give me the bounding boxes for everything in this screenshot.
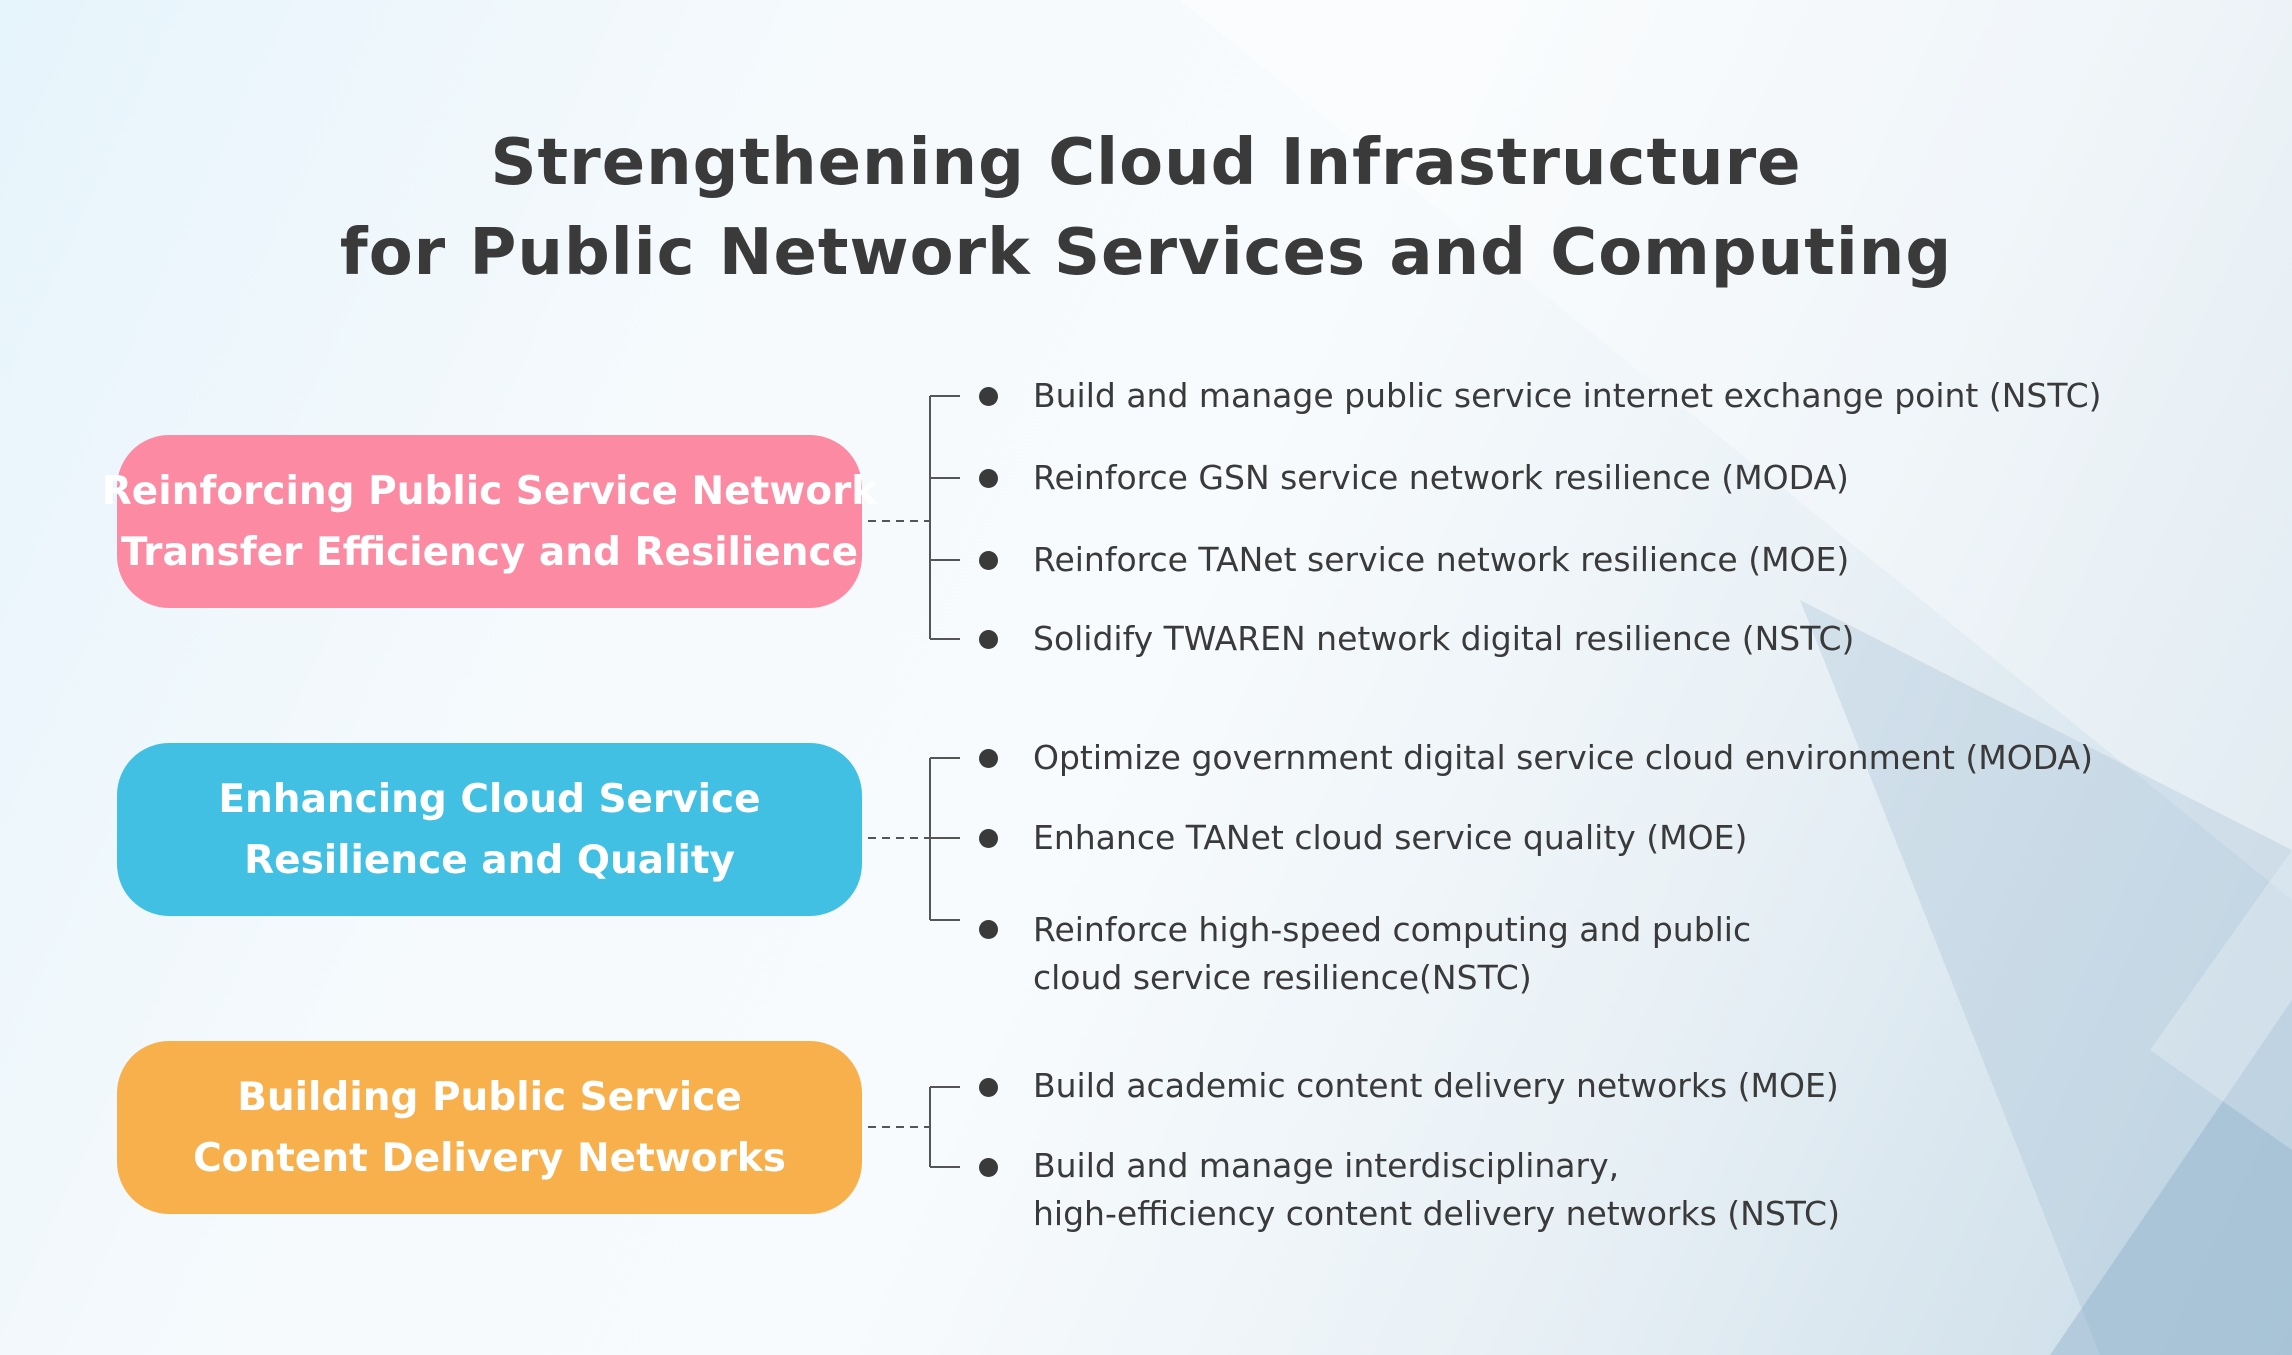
category-pill-cloud: Enhancing Cloud Service Resilience and Q… xyxy=(117,743,862,916)
list-item: Build and manage interdisciplinary, high… xyxy=(1033,1142,1840,1238)
category-label-line-1: Building Public Service xyxy=(237,1074,742,1120)
bullet-dot xyxy=(979,630,998,649)
list-item: Reinforce TANet service network resilien… xyxy=(1033,536,1849,584)
diagram-title: Strengthening Cloud Infrastructure for P… xyxy=(0,118,2292,298)
bullet-dot xyxy=(979,749,998,768)
category-label-line-2: Resilience and Quality xyxy=(244,837,735,883)
item-text-line-2: high-efficiency content delivery network… xyxy=(1033,1194,1840,1233)
category-pill-cdn: Building Public Service Content Delivery… xyxy=(117,1041,862,1214)
item-text: Optimize government digital service clou… xyxy=(1033,738,2093,777)
list-item: Build academic content delivery networks… xyxy=(1033,1062,1839,1110)
list-item: Optimize government digital service clou… xyxy=(1033,734,2093,782)
item-text: Solidify TWAREN network digital resilien… xyxy=(1033,619,1855,658)
category-label-line-1: Reinforcing Public Service Network xyxy=(101,468,878,514)
item-text: Build and manage public service internet… xyxy=(1033,376,2102,415)
list-item: Enhance TANet cloud service quality (MOE… xyxy=(1033,814,1747,862)
item-text: Enhance TANet cloud service quality (MOE… xyxy=(1033,818,1748,857)
title-line-2: for Public Network Services and Computin… xyxy=(339,216,1953,290)
category-label-line-2: Transfer Efficiency and Resilience xyxy=(120,529,859,575)
item-text: Reinforce GSN service network resilience… xyxy=(1033,458,1849,497)
category-pill-network: Reinforcing Public Service Network Trans… xyxy=(102,435,877,608)
bullet-dot xyxy=(979,469,998,488)
title-line-1: Strengthening Cloud Infrastructure xyxy=(490,126,1802,200)
list-item: Reinforce GSN service network resilience… xyxy=(1033,454,1849,502)
bullet-dot xyxy=(979,1158,998,1177)
list-item: Build and manage public service internet… xyxy=(1033,372,2102,420)
item-text-line-1: Reinforce high-speed computing and publi… xyxy=(1033,910,1752,949)
item-text: Reinforce TANet service network resilien… xyxy=(1033,540,1850,579)
item-text-line-2: cloud service resilience(NSTC) xyxy=(1033,958,1532,997)
category-label-line-2: Content Delivery Networks xyxy=(193,1135,786,1181)
bullet-dot xyxy=(979,387,998,406)
category-label-line-1: Enhancing Cloud Service xyxy=(218,776,761,822)
bullet-dot xyxy=(979,551,998,570)
list-item: Reinforce high-speed computing and publi… xyxy=(1033,906,1751,1002)
bullet-dot xyxy=(979,920,998,939)
bullet-dot xyxy=(979,829,998,848)
item-text-line-1: Build and manage interdisciplinary, xyxy=(1033,1146,1620,1185)
list-item: Solidify TWAREN network digital resilien… xyxy=(1033,615,1854,663)
bullet-dot xyxy=(979,1078,998,1097)
item-text: Build academic content delivery networks… xyxy=(1033,1066,1839,1105)
